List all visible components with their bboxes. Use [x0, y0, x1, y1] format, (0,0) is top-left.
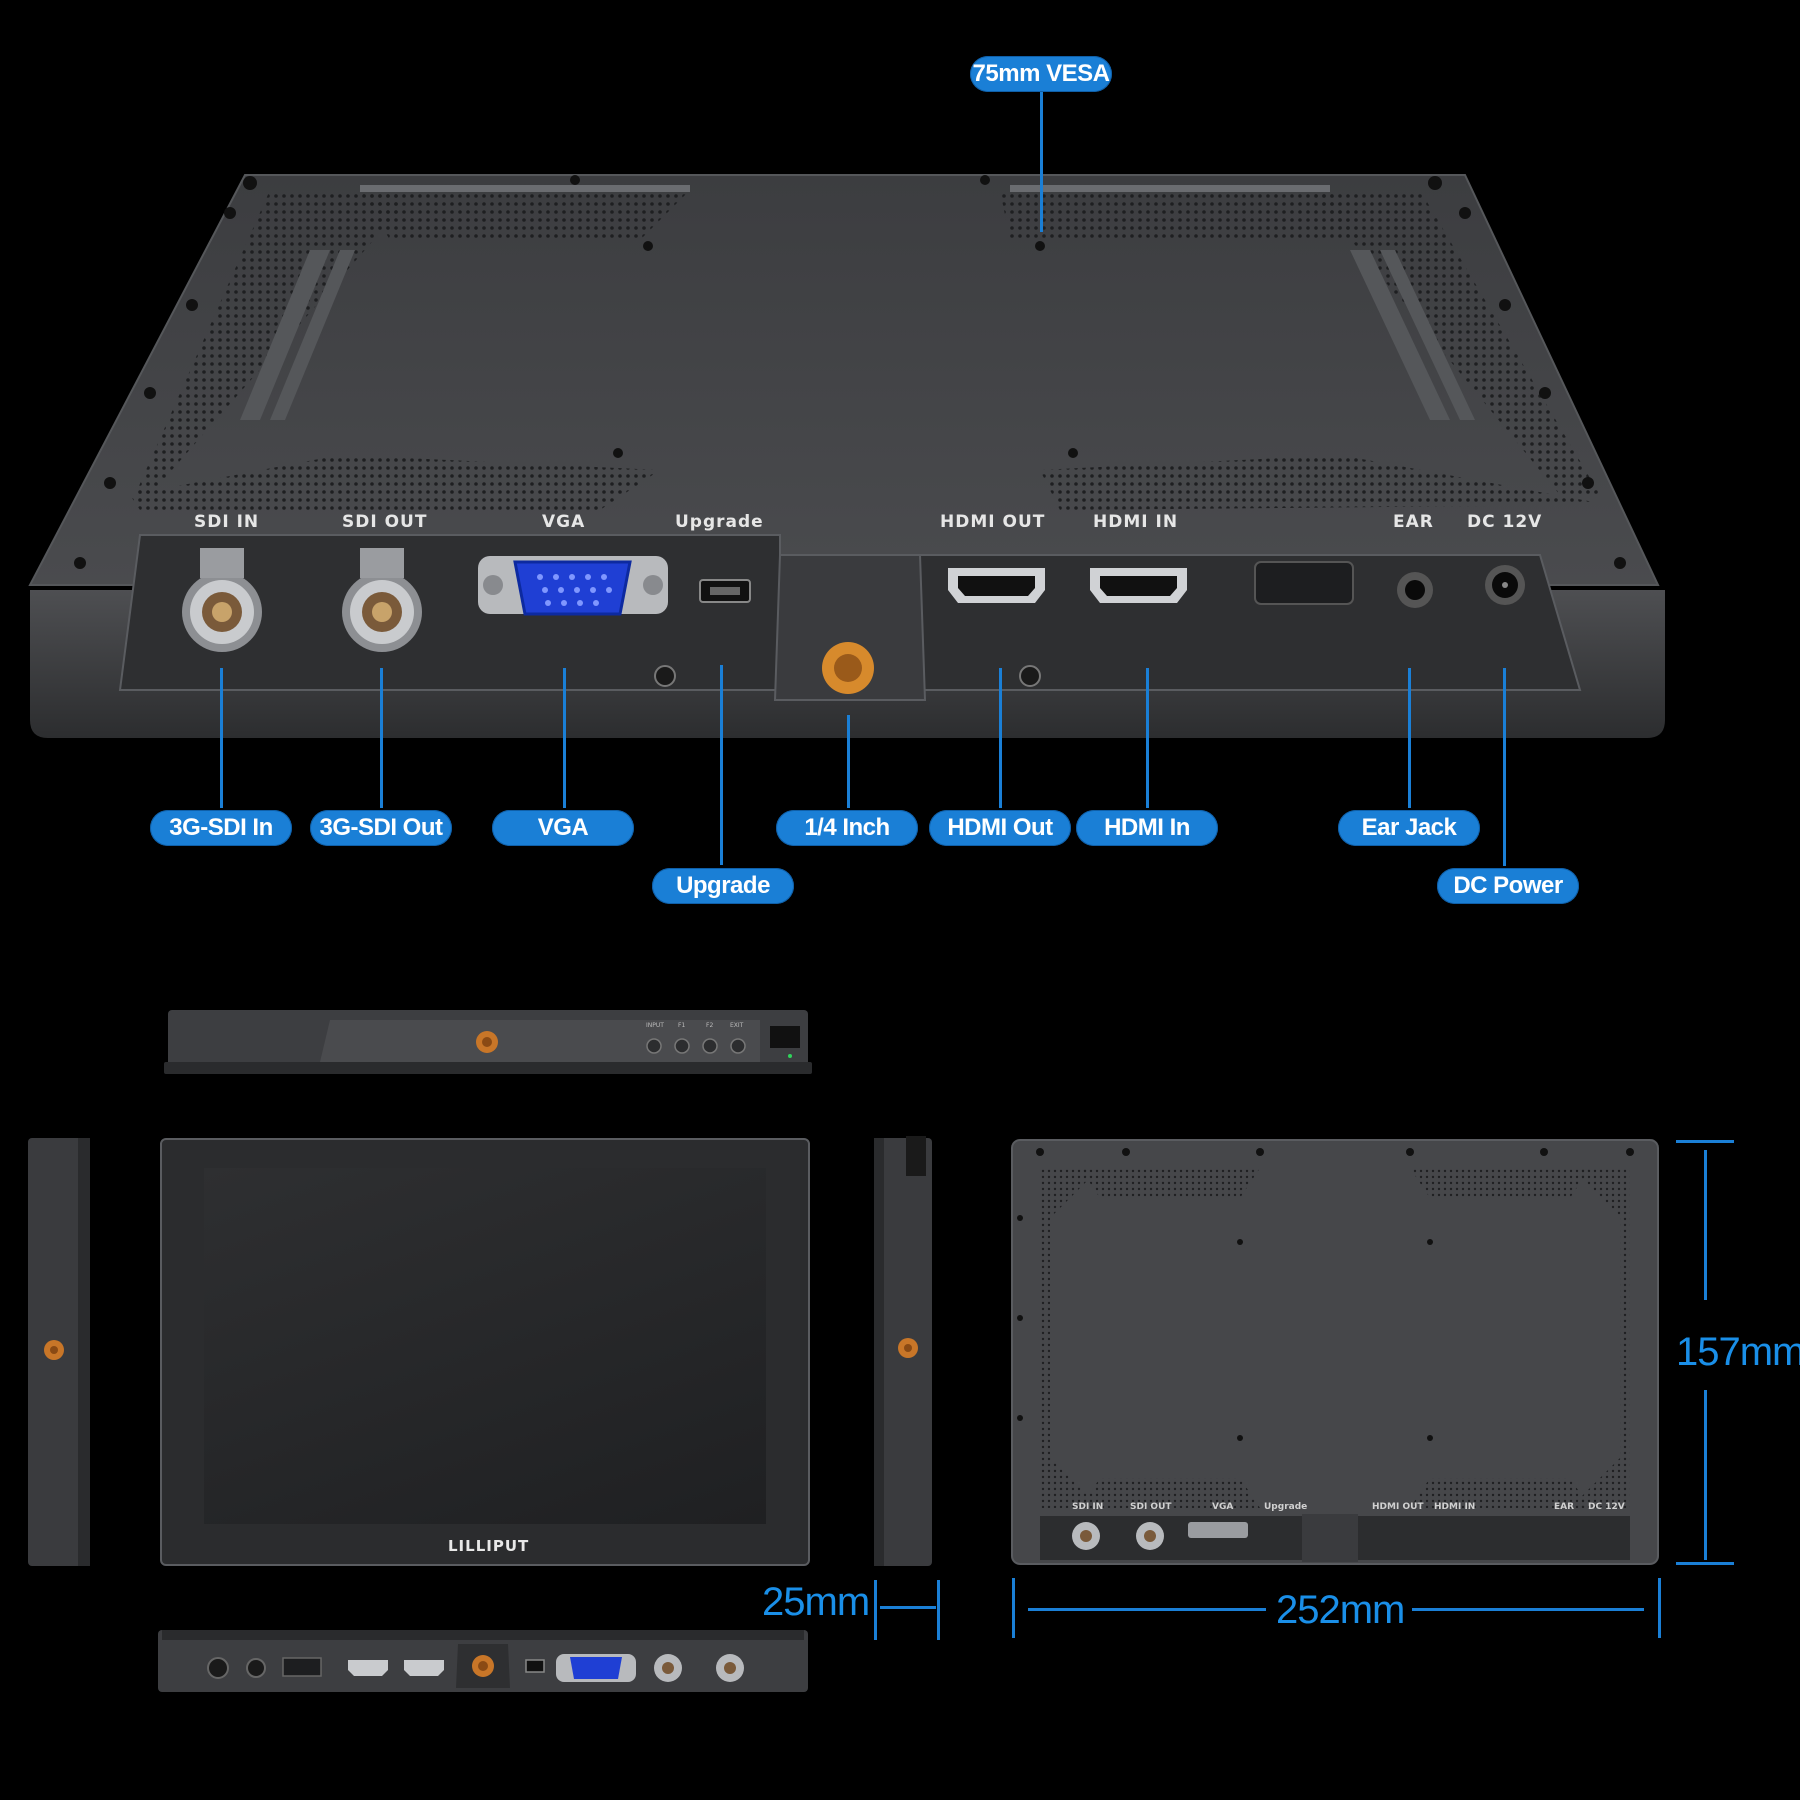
dimension-line — [1028, 1608, 1266, 1611]
callout-hdmi-in: HDMI In — [1076, 810, 1218, 846]
label-ear: EAR — [1393, 512, 1434, 532]
sdi-out-port — [342, 548, 422, 652]
small-label-hdmi-out: HDMI OUT — [1372, 1502, 1424, 1512]
dimension-tick — [1676, 1562, 1734, 1565]
label-sdi-in: SDI IN — [194, 512, 260, 532]
leader-line — [847, 715, 850, 808]
left-side-view — [28, 1138, 90, 1566]
callout-upgrade: Upgrade — [652, 868, 794, 904]
dimension-width: 252mm — [1276, 1588, 1405, 1632]
brand-logo: LILLIPUT — [448, 1537, 530, 1555]
leader-line — [1040, 92, 1043, 232]
button-label-exit: EXIT — [730, 1022, 744, 1029]
callout-hdmi-out: HDMI Out — [929, 810, 1071, 846]
leader-line — [999, 668, 1002, 808]
callout-quarter-inch: 1/4 Inch — [776, 810, 918, 846]
small-label-sdi-in: SDI IN — [1072, 1502, 1104, 1512]
button-label-f2: F2 — [706, 1022, 714, 1029]
dimension-line — [1704, 1150, 1707, 1300]
label-vga: VGA — [542, 512, 586, 532]
label-sdi-out: SDI OUT — [342, 512, 428, 532]
back-panel-illustration — [28, 174, 1665, 738]
callout-vesa: 75mm VESA — [970, 56, 1112, 92]
ear-jack-port — [1397, 572, 1433, 608]
leader-line — [720, 665, 723, 865]
upgrade-port — [699, 579, 751, 603]
dimension-depth: 25mm — [762, 1580, 870, 1624]
hdmi-out-port — [948, 568, 1045, 603]
callout-sdi-in: 3G-SDI In — [150, 810, 292, 846]
dimension-tick — [874, 1580, 877, 1640]
back-panel-view: SDI IN SDI OUT VGA Upgrade HDMI OUT HDMI… — [28, 56, 1665, 904]
dimension-tick — [1676, 1140, 1734, 1143]
quarter-inch-mount — [822, 642, 874, 694]
callout-sdi-out: 3G-SDI Out — [310, 810, 452, 846]
label-upgrade: Upgrade — [675, 512, 764, 532]
top-edge-view: INPUT F1 F2 EXIT — [160, 1008, 814, 1078]
small-label-vga: VGA — [1212, 1502, 1234, 1512]
leader-line — [220, 668, 223, 808]
small-label-ear: EAR — [1554, 1502, 1575, 1512]
dimension-arrow — [880, 1606, 936, 1609]
label-dc: DC 12V — [1467, 512, 1543, 532]
callout-ear-jack: Ear Jack — [1338, 810, 1480, 846]
small-label-hdmi-in: HDMI IN — [1434, 1502, 1476, 1512]
label-hdmi-out: HDMI OUT — [940, 512, 1046, 532]
leader-line — [563, 668, 566, 808]
bottom-edge-view — [158, 1630, 808, 1692]
small-sdi-in-port — [1072, 1522, 1100, 1550]
small-sdi-out-port — [1136, 1522, 1164, 1550]
dimension-tick — [1012, 1578, 1015, 1638]
dimension-line — [1412, 1608, 1644, 1611]
dc-port — [1485, 565, 1525, 605]
dimension-tick — [937, 1580, 940, 1640]
leader-line — [380, 668, 383, 808]
dimension-line — [1704, 1390, 1707, 1560]
leader-line — [1408, 668, 1411, 808]
label-hdmi-in: HDMI IN — [1093, 512, 1179, 532]
sdi-in-port — [182, 548, 262, 652]
small-label-sdi-out: SDI OUT — [1130, 1502, 1172, 1512]
small-label-upgrade: Upgrade — [1264, 1502, 1308, 1512]
front-view: LILLIPUT — [160, 1138, 810, 1566]
back-small-illustration — [1011, 1139, 1659, 1565]
button-label-f1: F1 — [678, 1022, 686, 1029]
back-small-view: SDI IN SDI OUT VGA Upgrade HDMI OUT HDMI… — [1010, 1138, 1660, 1566]
top-edge-illustration — [164, 1010, 812, 1074]
leader-line — [1146, 668, 1149, 808]
screen — [204, 1168, 766, 1524]
vga-port — [478, 556, 668, 616]
button-label-input: INPUT — [646, 1022, 664, 1029]
right-side-view — [874, 1136, 932, 1566]
callout-vga: VGA — [492, 810, 634, 846]
dimension-tick — [1658, 1578, 1661, 1638]
leader-line — [1503, 668, 1506, 866]
small-label-dc: DC 12V — [1588, 1502, 1625, 1512]
callout-dc-power: DC Power — [1437, 868, 1579, 904]
dimension-height: 157mm — [1676, 1330, 1800, 1374]
hdmi-in-port — [1090, 568, 1187, 603]
